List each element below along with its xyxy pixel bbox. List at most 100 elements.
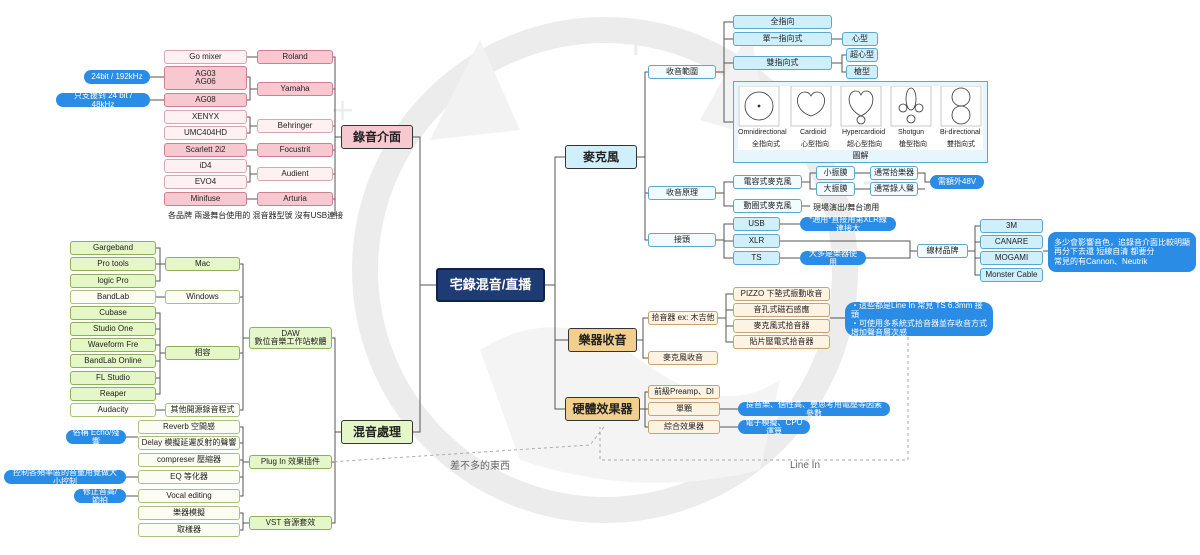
watermark-plus-1: + bbox=[620, 20, 652, 64]
microphone-node[interactable]: 麥克風 bbox=[565, 145, 637, 169]
instrument-pickup[interactable]: 拾音器 ex: 木吉他 bbox=[648, 311, 718, 325]
instrument-node[interactable]: 樂器收音 bbox=[568, 328, 637, 352]
device-xenyx[interactable]: XENYX bbox=[164, 110, 247, 124]
callout-phantom-48v: 需額外48V bbox=[930, 175, 984, 189]
connector-usb[interactable]: USB bbox=[733, 217, 780, 231]
brand-arturia[interactable]: Arturia bbox=[257, 192, 333, 206]
mixing-node[interactable]: 混音處理 bbox=[341, 420, 413, 444]
watermark-plus-3: + bbox=[330, 93, 355, 128]
callout-usb-note: *通用*直接用第XLR線連接大 bbox=[800, 215, 896, 233]
hardware-preamp[interactable]: 前級Preamp、DI bbox=[648, 385, 720, 399]
callout-pedal-note: 提音樂、個性高、要思考用電壓等因素參數 bbox=[738, 400, 890, 418]
brand-audient[interactable]: Audient bbox=[257, 167, 333, 181]
hardware-multi-fx[interactable]: 綜合效果器 bbox=[648, 420, 720, 434]
device-evo4[interactable]: EVO4 bbox=[164, 175, 247, 189]
pattern-hyper-en: Hypercardioid bbox=[842, 129, 886, 136]
cable-monster[interactable]: Monster Cable bbox=[980, 268, 1043, 282]
pattern-bi-zh: 雙指向式 bbox=[947, 141, 975, 148]
daw-logicpro[interactable]: logic Pro bbox=[70, 274, 156, 288]
pattern-bi-en: Bi-directional bbox=[940, 129, 981, 136]
device-ag08[interactable]: AG08 bbox=[164, 93, 247, 107]
daw-audacity[interactable]: Audacity bbox=[70, 403, 156, 417]
brand-roland[interactable]: Roland bbox=[257, 50, 333, 64]
daw-node[interactable]: DAW 數位音樂工作站軟體 bbox=[249, 327, 332, 349]
pattern-cardioid[interactable]: 心型 bbox=[842, 32, 878, 46]
daw-studio-one[interactable]: Studio One bbox=[70, 322, 156, 336]
daw-bandlab-online[interactable]: BandLab Online bbox=[70, 354, 156, 368]
device-umc404hd[interactable]: UMC404HD bbox=[164, 126, 247, 140]
plugin-vocal-editing[interactable]: Vocal editing bbox=[138, 489, 240, 503]
mic-pickup-range[interactable]: 收音範圍 bbox=[648, 65, 716, 79]
connector-ts[interactable]: TS bbox=[733, 251, 780, 265]
pattern-hypercardioid[interactable]: 超心型 bbox=[846, 48, 878, 62]
callout-48khz: 只支援到 24 bit / 48kHz bbox=[56, 91, 150, 109]
pickup-piezo[interactable]: PIZZO 下墊式振動收音 bbox=[733, 287, 830, 301]
daw-garageband[interactable]: Gargeband bbox=[70, 241, 156, 255]
pattern-shotgun-zh: 槍型指向 bbox=[899, 141, 927, 148]
cable-3m[interactable]: 3M bbox=[980, 219, 1043, 233]
plugin-eq[interactable]: EQ 等化器 bbox=[138, 470, 240, 484]
hardware-fx-node[interactable]: 硬體效果器 bbox=[565, 397, 640, 421]
mic-small-diaphragm[interactable]: 小振膜 bbox=[816, 166, 855, 180]
mic-connector[interactable]: 接頭 bbox=[648, 233, 716, 247]
device-ag03-ag06[interactable]: AG03 AG06 bbox=[164, 66, 247, 90]
use-instrument[interactable]: 通常拾樂器 bbox=[870, 166, 918, 180]
daw-fl-studio[interactable]: FL Studio bbox=[70, 371, 156, 385]
root-node[interactable]: 宅錄混音/直播 bbox=[436, 268, 545, 302]
vst-node[interactable]: VST 音源套效 bbox=[249, 516, 332, 530]
daw-cubase[interactable]: Cubase bbox=[70, 306, 156, 320]
callout-ts-note: 大多是樂器使用 bbox=[800, 249, 866, 267]
callout-cable-note: 多少會影響音色，追錄音介面比較明顯 再分下去還 短線自清 都要分 常見的有Can… bbox=[1048, 232, 1196, 272]
callout-multi-fx-note: 電子模擬、CPU運算 bbox=[738, 418, 810, 436]
pattern-uni[interactable]: 單一指向式 bbox=[733, 32, 832, 46]
daw-group-mac[interactable]: Mac bbox=[165, 257, 240, 271]
hardware-single-pedal[interactable]: 單顆 bbox=[648, 402, 720, 416]
mic-dynamic[interactable]: 動圈式麥克風 bbox=[733, 199, 802, 213]
pattern-shotgun[interactable]: 槍型 bbox=[846, 65, 878, 79]
plugin-node[interactable]: Plug In 效果插件 bbox=[249, 455, 332, 469]
daw-group-compatible[interactable]: 相容 bbox=[165, 346, 240, 360]
pattern-omni[interactable]: 全指向 bbox=[733, 15, 832, 29]
daw-protools[interactable]: Pro tools bbox=[70, 257, 156, 271]
daw-group-other[interactable]: 其他開源錄音程式 bbox=[165, 403, 240, 417]
callout-pitch: 修正音高/節拍 bbox=[74, 487, 126, 505]
device-id4[interactable]: iD4 bbox=[164, 159, 247, 173]
brand-yamaha[interactable]: Yamaha bbox=[257, 82, 333, 96]
vst-sampler[interactable]: 取樣器 bbox=[138, 523, 240, 537]
pattern-bi[interactable]: 雙指向式 bbox=[733, 56, 832, 70]
daw-bandlab[interactable]: BandLab bbox=[70, 290, 156, 304]
use-vocals[interactable]: 通常錄人聲 bbox=[870, 182, 918, 196]
cable-brand-node[interactable]: 線材品牌 bbox=[917, 244, 968, 258]
vst-instrument-sim[interactable]: 樂器模擬 bbox=[138, 506, 240, 520]
mic-condenser[interactable]: 電容式麥克風 bbox=[733, 175, 802, 189]
daw-group-windows[interactable]: Windows bbox=[165, 290, 240, 304]
mic-principle[interactable]: 收音原理 bbox=[648, 186, 716, 200]
pickup-magnetic[interactable]: 音孔式磁石感應 bbox=[733, 303, 830, 317]
instrument-mic-pickup[interactable]: 麥克風收音 bbox=[648, 351, 718, 365]
label-line-in: Line In bbox=[790, 460, 821, 471]
plugin-delay[interactable]: Delay 模擬延遲反射的聲響 bbox=[138, 436, 240, 450]
device-scarlett[interactable]: Scarlett 2i2 bbox=[164, 143, 247, 157]
plugin-compressor[interactable]: compreser 壓縮器 bbox=[138, 453, 240, 467]
pickup-mic-style[interactable]: 麥克風式拾音器 bbox=[733, 319, 830, 333]
cable-mogami[interactable]: MOGAMI bbox=[980, 251, 1043, 265]
brand-behringer[interactable]: Behringer bbox=[257, 119, 333, 133]
device-go-mixer[interactable]: Go mixer bbox=[164, 50, 247, 64]
daw-waveform[interactable]: Waveform Fre bbox=[70, 338, 156, 352]
pattern-cardioid-en: Cardioid bbox=[800, 129, 827, 136]
audio-interface-note: 各品牌 兩邊舞台使用的 混音器型號 沒有USB連接 bbox=[168, 211, 344, 220]
polar-diagram-label: 圖解 bbox=[852, 151, 869, 160]
device-minifuse[interactable]: Minifuse bbox=[164, 192, 247, 206]
brand-focustrit[interactable]: Focustrit bbox=[257, 143, 333, 157]
cable-canare[interactable]: CANARE bbox=[980, 235, 1043, 249]
pattern-hyper-zh: 超心型指向 bbox=[847, 141, 882, 148]
pickup-contact[interactable]: 貼片壓電式拾音器 bbox=[733, 335, 830, 349]
audio-interface-node[interactable]: 錄音介面 bbox=[341, 125, 413, 149]
label-similar: 差不多的東西 bbox=[450, 461, 510, 472]
plugin-reverb[interactable]: Reverb 空間感 bbox=[138, 420, 240, 434]
daw-reaper[interactable]: Reaper bbox=[70, 387, 156, 401]
connector-xlr[interactable]: XLR bbox=[733, 234, 780, 248]
mic-large-diaphragm[interactable]: 大振膜 bbox=[816, 182, 855, 196]
